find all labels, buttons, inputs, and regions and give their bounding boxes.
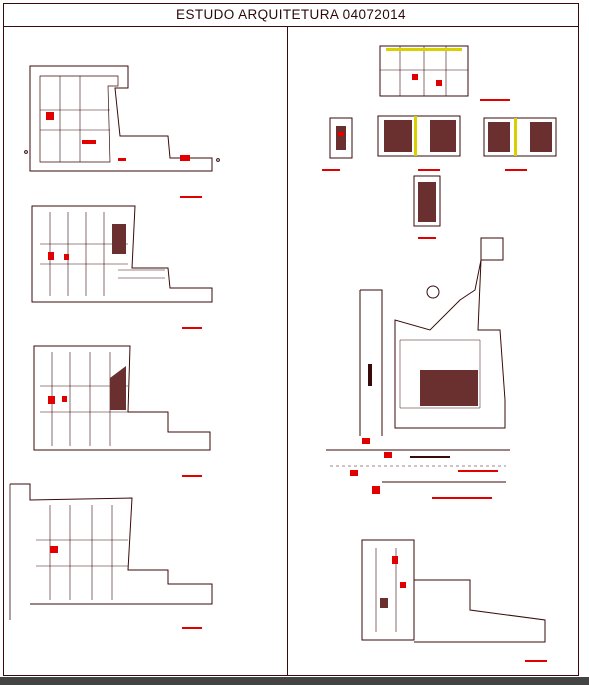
floor-plan-level-3 [9, 483, 213, 620]
detail-plan [379, 45, 469, 97]
scale-bar-10 [432, 497, 492, 499]
scale-bar-9 [418, 237, 436, 239]
scale-bar-5 [480, 99, 510, 101]
scale-bar-8 [505, 169, 527, 171]
floor-plan-level-2 [33, 345, 211, 451]
sheet-frame [3, 3, 579, 676]
bottom-band [0, 677, 589, 685]
scale-bar-2 [182, 327, 202, 329]
floor-plan-ground [24, 65, 220, 172]
scale-bar-11 [525, 660, 547, 662]
column-divider [287, 27, 288, 676]
site-plan [326, 237, 510, 494]
section-detail [413, 175, 441, 227]
location-plan [361, 539, 546, 643]
floor-plan-level-1 [31, 205, 213, 303]
scale-bar-6 [322, 169, 340, 171]
scale-bar-1 [180, 196, 202, 198]
elevation-c [483, 117, 557, 157]
sheet-title: ESTUDO ARQUITETURA 04072014 [3, 3, 579, 27]
scale-bar-7 [418, 169, 440, 171]
elevation-a [329, 117, 353, 159]
scale-bar-3 [182, 475, 202, 477]
scale-bar-4 [182, 627, 202, 629]
elevation-b [377, 115, 461, 157]
